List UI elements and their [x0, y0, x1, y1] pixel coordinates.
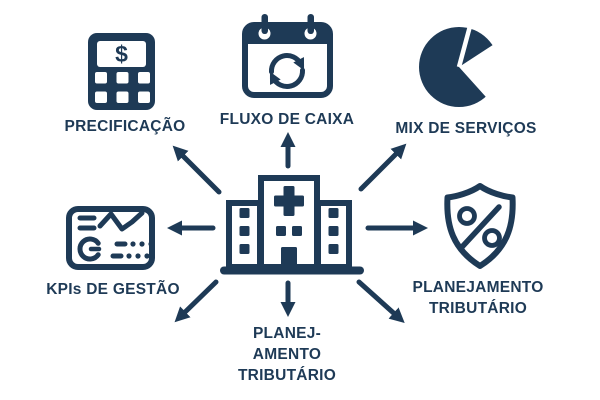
- label-planejamento-tributario-bottom: PLANEJ- AMENTO TRIBUTÁRIO: [238, 323, 336, 386]
- pie-chart-icon: [419, 25, 506, 107]
- arrow-up-left: [172, 145, 222, 195]
- label-line: TRIBUTÁRIO: [428, 300, 528, 317]
- percent-glyph: [457, 204, 502, 250]
- label-kpis-de-gestao: KPIs DE GESTÃO: [46, 281, 180, 298]
- label-planejamento-tributario-right: PLANEJAMENTO TRIBUTÁRIO: [412, 277, 543, 319]
- kpi-dashboard-icon: [66, 206, 155, 270]
- arrow-down-right: [356, 279, 405, 324]
- arrow-up-right: [358, 143, 407, 192]
- arrow-down-left: [174, 279, 219, 323]
- label-mix-de-servicos: MIX DE SERVIÇOS: [395, 120, 537, 137]
- dollar-glyph: $: [115, 41, 128, 67]
- label-line: AMENTO: [252, 346, 322, 363]
- calculator-dollar-icon: $: [88, 33, 155, 110]
- hospital-building-icon: [220, 175, 364, 275]
- label-line: TRIBUTÁRIO: [237, 367, 337, 384]
- sync-arrows-icon: [269, 53, 305, 89]
- label-fluxo-de-caixa: FLUXO DE CAIXA: [219, 111, 355, 128]
- label-precificacao: PRECIFICAÇÃO: [64, 118, 186, 135]
- label-line: PLANEJ-: [252, 325, 322, 342]
- shield-percent-icon: [444, 183, 516, 269]
- label-line: PLANEJAMENTO: [412, 279, 544, 296]
- connector-arrows: [167, 132, 428, 324]
- calendar-sync-icon: [242, 14, 333, 98]
